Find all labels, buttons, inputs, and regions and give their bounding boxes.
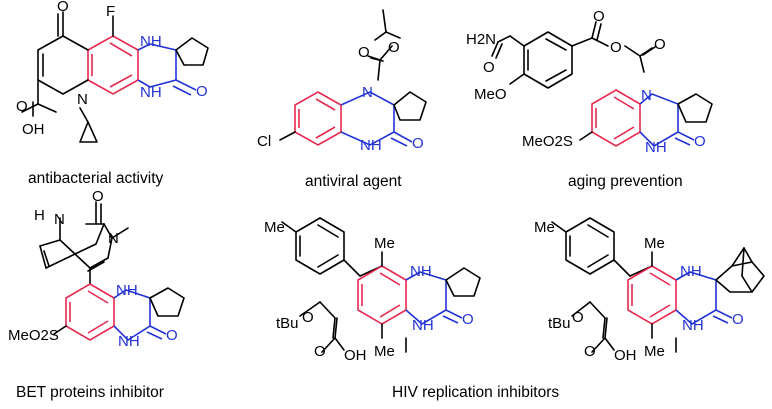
pyridone-ring [21, 11, 114, 143]
atom-label: O [388, 39, 400, 56]
atom-label: NH [140, 33, 162, 50]
atom-label: OH [22, 121, 45, 138]
atom-label: N [362, 84, 373, 101]
atom-label: Me [374, 343, 395, 360]
atom-label: NH [140, 84, 162, 101]
caption-hiv: HIV replication inhibitors [392, 384, 559, 401]
spiro-cyclopentane [175, 37, 209, 66]
atom-label: Me [644, 343, 665, 360]
atom-label: OH [344, 347, 367, 364]
atom-label: Me [264, 219, 285, 236]
atom-label: O [302, 309, 314, 326]
quinoxalinone-ring [113, 289, 167, 342]
atom-label: H [34, 207, 45, 224]
atom-label: NH [680, 263, 702, 280]
atom-label: NH [645, 139, 667, 156]
quinoxalinone-ring [137, 43, 197, 96]
atom-label: NH [118, 333, 140, 350]
quinoxalinone-ring [639, 93, 695, 148]
aromatic-ring [65, 283, 115, 341]
spiro-cyclopentane [149, 287, 185, 317]
aromatic-ring [357, 265, 407, 325]
atom-label: MeO [474, 86, 507, 103]
caption-bet: BET proteins inhibitor [16, 384, 164, 401]
atom-label: O [16, 98, 28, 115]
aromatic-ring [294, 91, 342, 146]
atom-label: tBu [548, 315, 571, 332]
aromatic-ring [87, 35, 139, 95]
aromatic-ring [627, 265, 677, 325]
atom-label: NH [682, 317, 704, 334]
atom-label: O [694, 133, 706, 150]
spiro-norbornane [715, 247, 765, 293]
atom-label: tBu [276, 315, 299, 332]
pyrrolopyridinone [39, 201, 129, 285]
atom-label: O [732, 311, 744, 328]
benzoate-ring [491, 21, 656, 89]
aromatic-ring [591, 89, 641, 147]
molecule-bet: H N O N NH NH O MeO2S BET proteins inhib… [8, 188, 185, 401]
atom-label: O [654, 36, 666, 53]
isopropenyl-carbamate [367, 9, 401, 81]
atom-label: O [593, 8, 605, 25]
atom-label: O [358, 44, 370, 61]
atom-label: O [92, 188, 104, 205]
atom-label: O [572, 309, 584, 326]
atom-label: Me [644, 235, 665, 252]
atom-label: O [314, 343, 326, 360]
atom-label: NH [360, 137, 382, 154]
tolyl-ring [551, 217, 677, 353]
caption-aging: aging prevention [568, 173, 683, 190]
molecule-antiviral: N NH O O O Cl antiviral agent [257, 9, 427, 190]
atom-label: NH [412, 317, 434, 334]
quinoxalinone-ring [675, 271, 733, 325]
atom-label: F [106, 3, 115, 20]
atom-label: O [584, 343, 596, 360]
molecule-hiv-2: Me Me Me tBu O O OH NH NH O HIV replicat… [392, 217, 765, 401]
atom-label: MeO2S [8, 327, 59, 344]
spiro-cyclopentane [393, 91, 427, 121]
atom-label: H2N [466, 31, 496, 48]
atom-label: O [483, 59, 495, 76]
caption-antibacterial: antibacterial activity [28, 170, 164, 187]
molecule-antibacterial: F NH NH O O O OH N antibacterial activit… [16, 0, 209, 187]
molecule-aging: H2N O MeO O O O N NH O MeO2S aging preve… [466, 8, 713, 190]
spiro-cyclopentane [445, 267, 481, 297]
atom-label: Me [534, 219, 555, 236]
spiro-cyclopentane [677, 93, 713, 123]
quinoxalinone-ring [405, 271, 463, 325]
atom-label: O [166, 327, 178, 344]
atom-label: N [54, 211, 65, 228]
atom-label: O [196, 83, 208, 100]
atom-label: O [57, 0, 69, 15]
molecule-hiv-1: Me Me Me tBu O O OH NH NH O [264, 217, 481, 364]
atom-label: MeO2S [522, 133, 573, 150]
atom-label: O [412, 135, 424, 152]
atom-label: NH [410, 263, 432, 280]
atom-label: N [108, 230, 119, 247]
atom-label: Cl [257, 133, 271, 150]
caption-antiviral: antiviral agent [305, 173, 402, 190]
atom-label: Me [374, 235, 395, 252]
quinoxalinone-ring [340, 91, 413, 147]
atom-label: O [462, 311, 474, 328]
atom-label: N [641, 87, 652, 104]
atom-label: N [77, 91, 88, 108]
atom-label: NH [116, 282, 138, 299]
atom-label: OH [614, 347, 637, 364]
atom-label: O [610, 39, 622, 56]
